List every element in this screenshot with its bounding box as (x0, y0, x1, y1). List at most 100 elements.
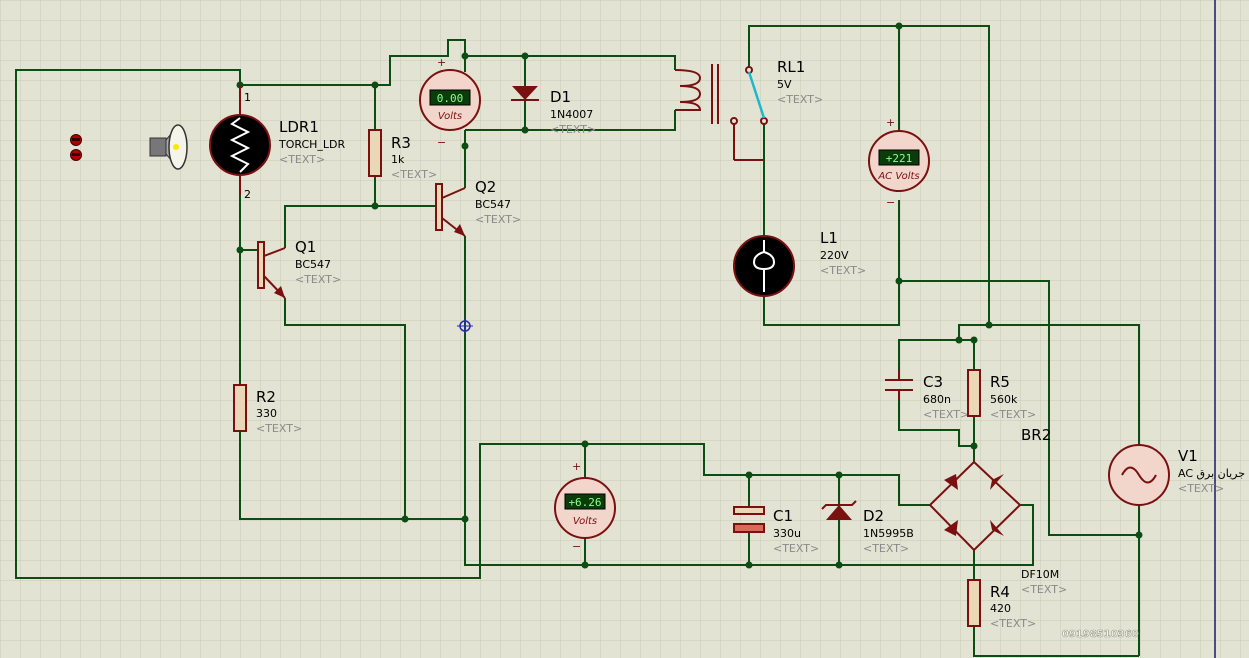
junction-dot (835, 561, 843, 569)
voltmeter-top-plus: + (437, 56, 446, 69)
r2[interactable] (233, 384, 247, 432)
br2[interactable] (928, 460, 1022, 552)
br2-ref: BR2 (1021, 426, 1051, 444)
junction-dot (895, 277, 903, 285)
junction-dot (461, 52, 469, 60)
c3-text: <TEXT> (923, 408, 969, 421)
v1-text: <TEXT> (1178, 482, 1224, 495)
junction-dot (745, 561, 753, 569)
rl1[interactable] (674, 64, 768, 161)
c1-value: 330u (773, 527, 801, 540)
voltmeter-top[interactable]: 0.00 Volts + − (419, 56, 481, 149)
wire (898, 339, 974, 370)
r4[interactable] (967, 579, 981, 627)
wire (748, 25, 990, 325)
v1-value: AC جریان برق (1178, 467, 1245, 480)
junction-dot (521, 126, 529, 134)
junction-dot (745, 471, 753, 479)
voltmeter-dc[interactable]: +6.26 Volts + − (554, 460, 616, 553)
q2-ref: Q2 (475, 178, 496, 196)
junction-dot (955, 336, 963, 344)
d1-ref: D1 (550, 88, 571, 106)
r4-ref: R4 (990, 583, 1010, 601)
r5-ref: R5 (990, 373, 1010, 391)
br2-value: DF10M (1021, 568, 1059, 581)
voltmeter-ac-display (878, 149, 920, 166)
junction-dot (401, 515, 409, 523)
q2-value: BC547 (475, 198, 511, 211)
c3-value: 680n (923, 393, 951, 406)
voltmeter-dc-minus: − (572, 540, 581, 553)
wire (239, 430, 465, 520)
r4-value: 420 (990, 602, 1011, 615)
junction-dot (835, 471, 843, 479)
wire (899, 280, 1140, 536)
rl1-ref: RL1 (777, 58, 805, 76)
junction-dot (371, 81, 379, 89)
ldr1-pin1: 1 (244, 91, 251, 104)
wire (15, 69, 585, 579)
d2-text: <TEXT> (863, 542, 909, 555)
v1[interactable] (1108, 444, 1170, 506)
r2-ref: R2 (256, 388, 276, 406)
voltmeter-top-unit: Volts (438, 111, 462, 122)
junction-dot (521, 52, 529, 60)
probe-marker[interactable] (457, 318, 473, 334)
c1-ref: C1 (773, 507, 793, 525)
d2-value: 1N5995B (863, 527, 914, 540)
r4-text: <TEXT> (990, 617, 1036, 630)
junction-dot (236, 246, 244, 254)
q2-text: <TEXT> (475, 213, 521, 226)
wire (240, 39, 676, 86)
br2-text: <TEXT> (1021, 583, 1067, 596)
l1[interactable] (733, 235, 795, 297)
torch-button[interactable] (70, 134, 82, 161)
r5[interactable] (967, 369, 981, 417)
junction-dot (985, 321, 993, 329)
c3[interactable] (885, 370, 913, 400)
ldr1[interactable]: 1 2 (209, 85, 271, 201)
l1-ref: L1 (820, 229, 838, 247)
wire (284, 298, 406, 519)
d1[interactable] (511, 86, 539, 101)
wire (284, 205, 440, 248)
c1-text: <TEXT> (773, 542, 819, 555)
wire (465, 110, 676, 131)
voltmeter-ac-reading: +221 (886, 152, 913, 165)
r3-text: <TEXT> (391, 168, 437, 181)
d2-ref: D2 (863, 507, 884, 525)
c1[interactable] (733, 506, 765, 533)
junction-dot (970, 336, 978, 344)
q1[interactable] (257, 241, 286, 299)
r2-value: 330 (256, 407, 277, 420)
voltmeter-top-display (429, 89, 471, 106)
q2[interactable] (435, 183, 466, 237)
c3-ref: C3 (923, 373, 943, 391)
wire (973, 625, 1139, 657)
junction-dot (895, 22, 903, 30)
ldr1-ref: LDR1 (279, 118, 319, 136)
q1-value: BC547 (295, 258, 331, 271)
d1-text: <TEXT> (550, 123, 596, 136)
rl1-text: <TEXT> (777, 93, 823, 106)
r3[interactable] (368, 129, 382, 177)
wire (958, 324, 1140, 445)
voltmeter-ac[interactable]: +221 AC Volts + − (868, 116, 930, 209)
rl1-value: 5V (777, 78, 792, 91)
wire (464, 236, 1034, 566)
r5-value: 560k (990, 393, 1018, 406)
ldr1-value: TORCH_LDR (278, 138, 346, 151)
junctions (236, 22, 1143, 569)
voltmeter-dc-reading: +6.26 (568, 496, 601, 509)
d2[interactable] (821, 500, 857, 520)
junction-dot (581, 561, 589, 569)
junction-dot (581, 440, 589, 448)
voltmeter-dc-unit: Volts (573, 516, 597, 527)
q1-text: <TEXT> (295, 273, 341, 286)
d1-value: 1N4007 (550, 108, 593, 121)
voltmeter-top-reading: 0.00 (437, 92, 464, 105)
r5-text: <TEXT> (990, 408, 1036, 421)
wires (15, 25, 1140, 657)
watermark: 09198510360 (1062, 629, 1139, 640)
